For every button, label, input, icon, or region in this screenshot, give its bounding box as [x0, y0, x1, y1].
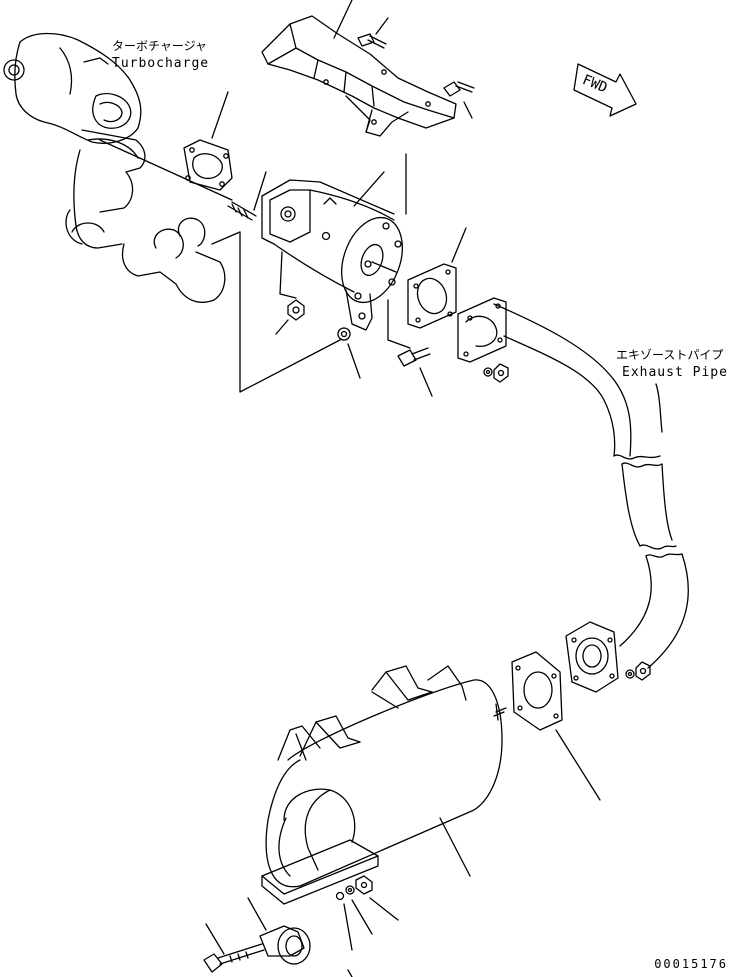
document-number: 00015176	[654, 957, 728, 971]
muffler-clamp	[247, 897, 311, 965]
converter-canister	[261, 171, 403, 304]
exhaust-nuts	[483, 363, 651, 681]
turbocharger-label-en: Turbocharge	[112, 56, 210, 71]
nut-left	[275, 299, 305, 335]
exhaust-pipe-label-jp: エキゾーストパイプ	[616, 348, 724, 362]
leader-brackets	[211, 153, 411, 393]
turbo-gasket	[183, 91, 233, 191]
canister-bracket	[279, 251, 373, 331]
washer-center	[337, 327, 361, 379]
muffler	[261, 665, 507, 905]
exhaust-manifold	[65, 129, 226, 303]
fwd-arrow-icon	[573, 63, 637, 117]
shield-bracket	[345, 95, 409, 137]
leader-turbo-stud	[99, 139, 233, 201]
turbocharger-label-jp: ターボチャージャ	[112, 39, 208, 53]
exhaust-flange-lower	[565, 621, 619, 693]
muffler-bolt	[203, 923, 265, 973]
muffler-gasket	[511, 651, 601, 801]
muffler-nuts	[335, 875, 399, 977]
turbocharger	[3, 32, 142, 144]
exhaust-pipe	[457, 297, 689, 669]
stud-bolt	[227, 171, 267, 221]
shield-bolt-2	[443, 81, 475, 119]
heat-shield	[261, 0, 457, 129]
exhaust-pipe-label-en: Exhaust Pipe	[622, 365, 728, 380]
bolt-center-right	[397, 347, 433, 397]
shield-bolt-1	[357, 17, 389, 49]
middle-gasket	[407, 227, 467, 329]
label-leaders	[83, 57, 663, 433]
